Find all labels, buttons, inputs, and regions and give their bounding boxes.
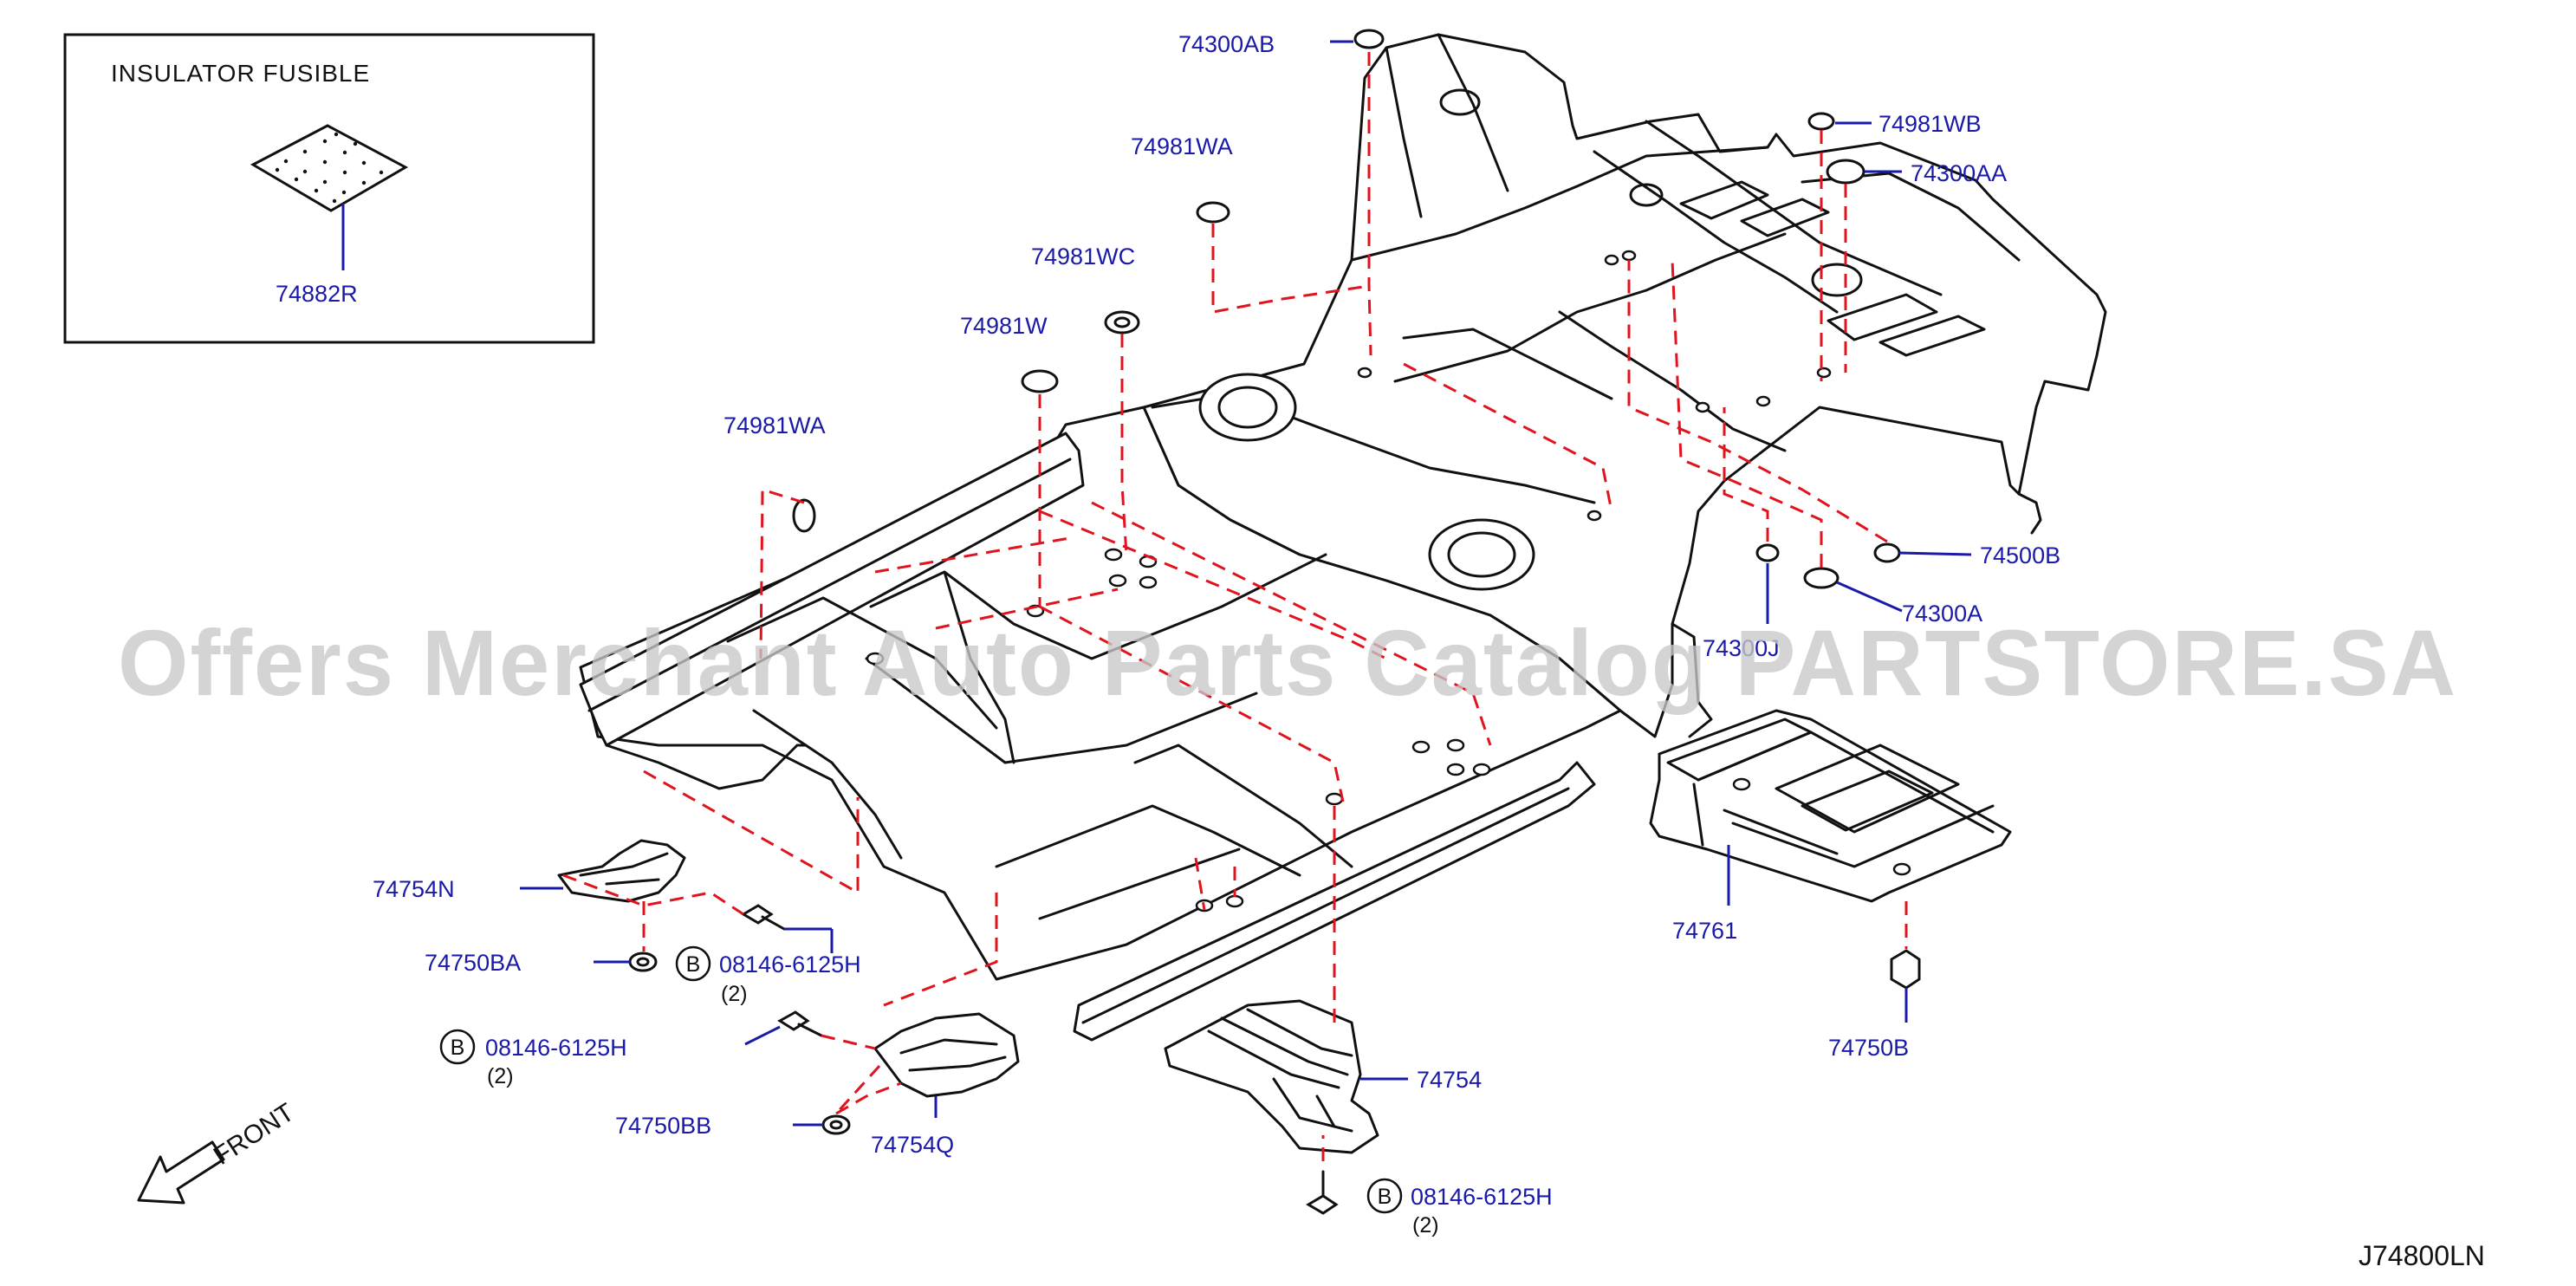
front-label: FRONT <box>209 1098 300 1171</box>
part-label-74500B: 74500B <box>1980 542 2060 568</box>
bolt-icon <box>777 1010 823 1037</box>
shield-74754Q <box>873 1012 1020 1098</box>
bolt-icon <box>741 904 786 931</box>
insulator-pad-icon <box>250 124 409 212</box>
shield-74754N <box>557 839 686 903</box>
bolt-number: 08146-6125H <box>485 1035 627 1061</box>
front-direction-indicator: FRONT <box>137 1098 300 1205</box>
insulator-fusible-inset: INSULATOR FUSIBLE 74882R <box>63 33 595 344</box>
part-label-74300A: 74300A <box>1902 601 1982 627</box>
bolt-badge <box>439 1029 476 1065</box>
bolt-qty: (2) <box>487 1064 514 1088</box>
part-label-74300J: 74300J <box>1703 635 1780 661</box>
bolt-badge-letter: B <box>686 952 701 977</box>
bolt-qty: (2) <box>1412 1213 1439 1237</box>
part-label-74981WA-left: 74981WA <box>723 412 826 438</box>
bolt-badge <box>675 945 711 982</box>
heat-shield-74754 <box>1164 999 1379 1154</box>
bolt-callout-2: B 08146-6125H (2) <box>439 1029 627 1088</box>
fasteners <box>628 29 1921 1215</box>
part-labels: 74300AB 74981WA 74981WC 74981W 74981WA 7… <box>373 31 2060 1158</box>
part-label-74761: 74761 <box>1672 918 1737 944</box>
part-label-74981WB: 74981WB <box>1878 111 1982 137</box>
part-label-74754Q: 74754Q <box>871 1132 954 1158</box>
under-cover-74761 <box>1649 709 2012 903</box>
bolt-number: 08146-6125H <box>1411 1184 1553 1210</box>
part-label-74300AA: 74300AA <box>1911 160 2007 186</box>
part-label-74754: 74754 <box>1417 1067 1482 1093</box>
watermark-text: Offers Merchant Auto Parts Catalog PARTS… <box>118 610 2457 715</box>
bolt-badge-letter: B <box>451 1036 465 1060</box>
assembly-lines <box>562 52 1908 1161</box>
bolt-icon <box>1306 1170 1339 1215</box>
drawing-id: J74800LN <box>2359 1240 2485 1271</box>
part-label-74981W: 74981W <box>960 313 1048 339</box>
bolt-badge-letter: B <box>1378 1185 1392 1209</box>
part-label-74882R: 74882R <box>276 281 358 307</box>
front-arrow-icon <box>137 1140 225 1205</box>
part-label-74981WA-top: 74981WA <box>1131 133 1233 159</box>
part-label-74981WC: 74981WC <box>1031 244 1135 270</box>
bolt-callout-3: B 08146-6125H (2) <box>1366 1178 1553 1237</box>
callout-leaders <box>520 40 1972 1127</box>
inset-title: INSULATOR FUSIBLE <box>111 60 370 87</box>
part-label-74750B: 74750B <box>1828 1035 1909 1061</box>
bolt-qty: (2) <box>721 982 748 1006</box>
bolt-badge <box>1366 1178 1403 1214</box>
part-label-74300AB: 74300AB <box>1178 31 1275 57</box>
bolt-number: 08146-6125H <box>719 952 861 977</box>
part-label-74750BA: 74750BA <box>425 950 521 976</box>
rear-floor-panel <box>579 33 2107 1042</box>
bolt-callout-1: B 08146-6125H (2) <box>675 945 861 1006</box>
part-label-74750BB: 74750BB <box>615 1113 711 1139</box>
part-label-74754N: 74754N <box>373 876 455 902</box>
